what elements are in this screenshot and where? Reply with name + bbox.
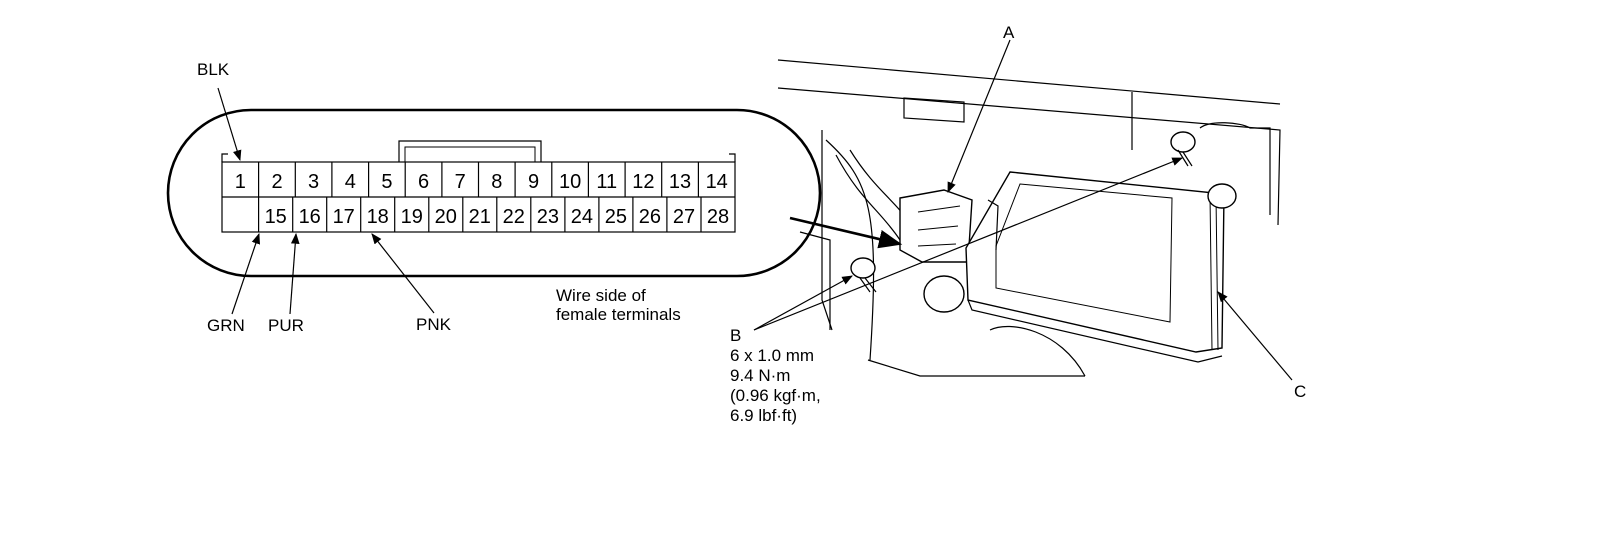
grommet-lower	[923, 275, 965, 313]
blk-label: BLK	[197, 60, 230, 79]
label-b: B	[730, 326, 741, 345]
blk-leader	[217, 87, 242, 162]
caption-line-1: Wire side of	[556, 286, 646, 305]
pin-24: 24	[571, 206, 593, 228]
pin-18: 18	[367, 206, 389, 228]
pin-9: 9	[528, 171, 539, 193]
b-spec-2: 9.4 N·m	[730, 366, 790, 385]
pin-2: 2	[271, 171, 282, 193]
pnk-leader	[371, 233, 435, 314]
pur-label: PUR	[268, 316, 304, 335]
pin-25: 25	[605, 206, 627, 228]
b-spec-1: 6 x 1.0 mm	[730, 346, 814, 365]
pin-5: 5	[381, 171, 392, 193]
pin-6: 6	[418, 171, 429, 193]
pin-13: 13	[669, 171, 691, 193]
pin-14: 14	[706, 171, 728, 193]
c-leader	[1217, 291, 1293, 381]
pin-23: 23	[537, 206, 559, 228]
label-c: C	[1294, 382, 1306, 401]
pin-19: 19	[401, 206, 423, 228]
connector-outline	[166, 108, 822, 278]
pin-15: 15	[265, 206, 287, 228]
b-leader-lower	[753, 275, 853, 331]
label-a: A	[1003, 23, 1015, 42]
pin-10: 10	[559, 171, 581, 193]
mounting-illustration: A B 6 x 1.0 mm 9.4 N·m (0.96 kgf·m, 6.9 …	[730, 23, 1306, 425]
pin-17: 17	[333, 206, 355, 228]
bolt-b-lower	[850, 257, 877, 293]
unit-c-box	[965, 171, 1225, 353]
pin-8: 8	[491, 171, 502, 193]
caption-line-2: female terminals	[556, 305, 681, 324]
connector-notch-left	[221, 153, 228, 162]
pin-4: 4	[345, 171, 356, 193]
pur-leader	[289, 232, 300, 315]
pin-22: 22	[503, 206, 525, 228]
pin-26: 26	[639, 206, 661, 228]
connector-notch-right	[729, 153, 736, 162]
bottom-row-dividers	[258, 197, 702, 232]
b-spec-4: 6.9 lbf·ft)	[730, 406, 797, 425]
a-leader	[947, 39, 1011, 194]
bolt-b-upper	[1170, 131, 1196, 167]
connector-a-body	[899, 189, 973, 263]
top-row-dividers	[258, 162, 700, 197]
pin-20: 20	[435, 206, 457, 228]
pin-7: 7	[455, 171, 466, 193]
pin-28: 28	[707, 206, 729, 228]
b-spec-3: (0.96 kgf·m,	[730, 386, 821, 405]
bottom-row-pins: 15 16 17 18 19 20 21 22 23 24 25 26 27 28	[265, 206, 730, 228]
grn-label: GRN	[207, 316, 245, 335]
pin-1: 1	[235, 171, 246, 193]
pin-21: 21	[469, 206, 491, 228]
connector-lock-tab	[398, 140, 542, 162]
pin-3: 3	[308, 171, 319, 193]
pin-11: 11	[596, 171, 617, 193]
pin-12: 12	[632, 171, 654, 193]
connector-pointer	[789, 216, 903, 249]
pin-27: 27	[673, 206, 695, 228]
pnk-label: PNK	[416, 315, 452, 334]
grommet-upper	[1207, 183, 1237, 209]
grn-leader	[231, 232, 260, 315]
b-leader-upper	[753, 157, 1184, 331]
pin-16: 16	[299, 206, 321, 228]
